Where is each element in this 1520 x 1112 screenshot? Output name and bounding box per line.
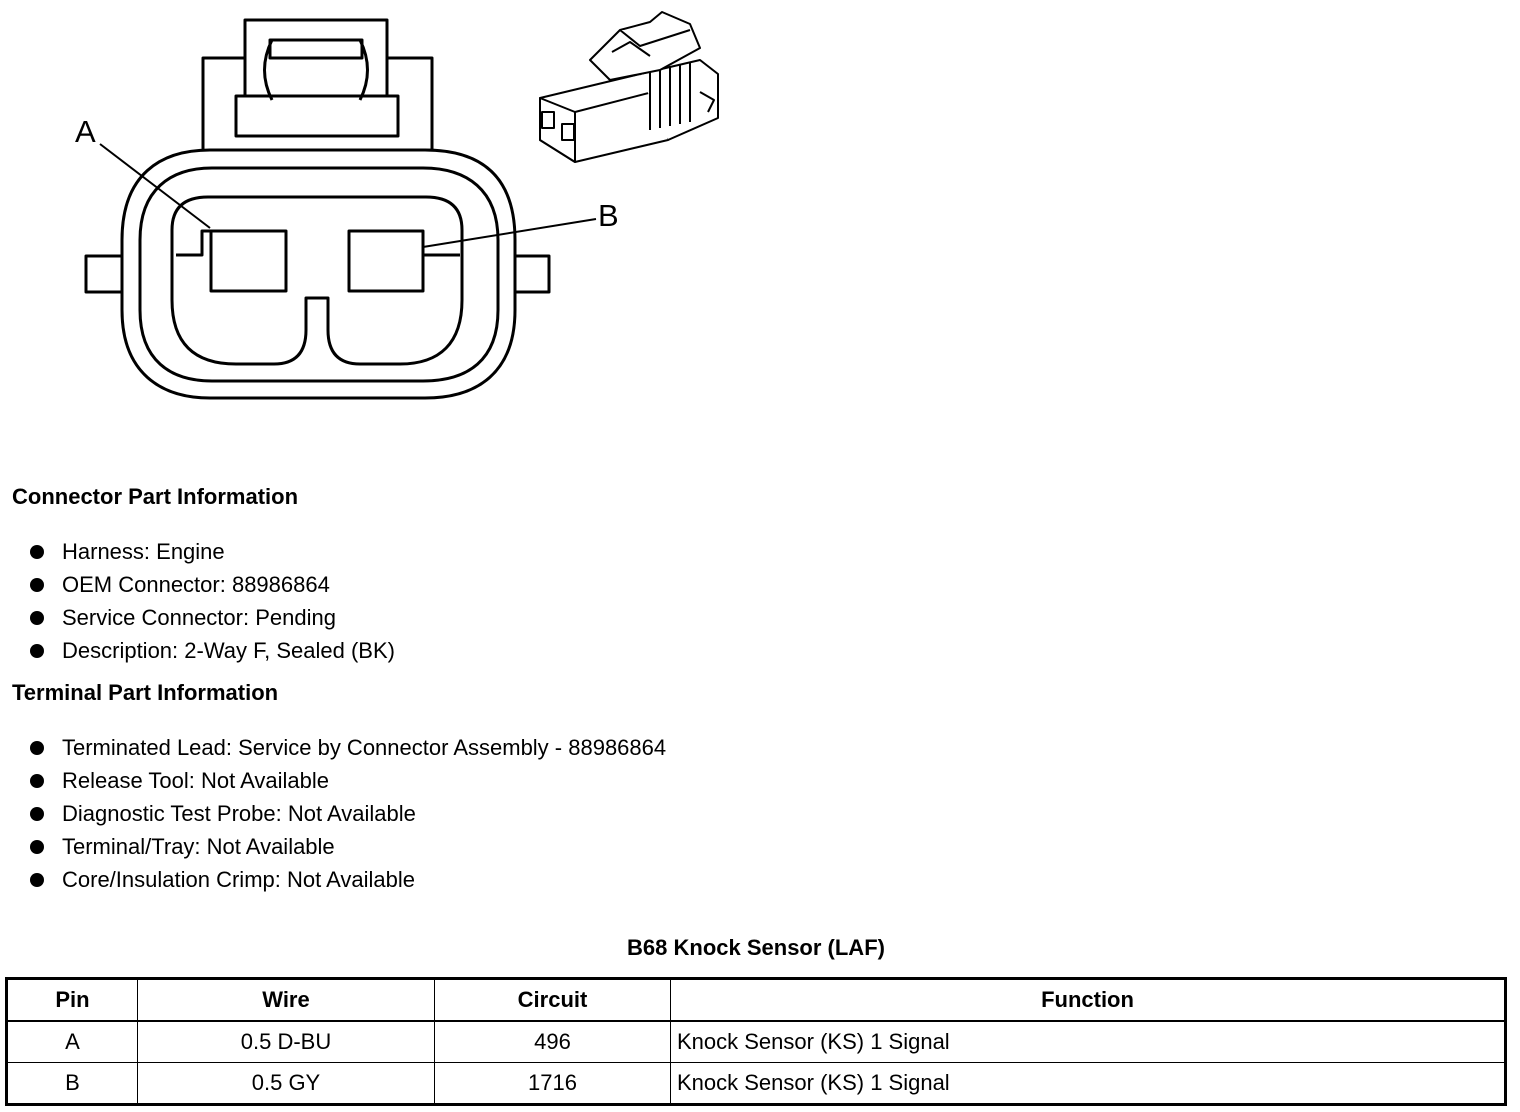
table-row: B 0.5 GY 1716 Knock Sensor (KS) 1 Signal bbox=[6, 1062, 1506, 1105]
bullet-icon bbox=[30, 774, 44, 788]
bullet-icon bbox=[30, 644, 44, 658]
list-item-text: Harness: Engine bbox=[62, 539, 225, 564]
bullet-icon bbox=[30, 578, 44, 592]
column-header-wire: Wire bbox=[137, 978, 435, 1022]
column-header-pin: Pin bbox=[6, 978, 138, 1022]
connector-part-info-heading: Connector Part Information bbox=[12, 484, 299, 509]
bullet-icon bbox=[30, 611, 44, 625]
table-header-row: Pin Wire Circuit Function bbox=[6, 978, 1506, 1022]
cell-function: Knock Sensor (KS) 1 Signal bbox=[670, 1020, 1506, 1063]
list-item: Description: 2-Way F, Sealed (BK) bbox=[0, 634, 395, 667]
table-row: A 0.5 D-BU 496 Knock Sensor (KS) 1 Signa… bbox=[6, 1020, 1506, 1063]
column-header-circuit: Circuit bbox=[434, 978, 671, 1022]
pin-b-label: B bbox=[598, 198, 619, 233]
list-item-text: Terminal/Tray: Not Available bbox=[62, 834, 335, 859]
cell-circuit: 1716 bbox=[434, 1062, 671, 1105]
column-header-function: Function bbox=[670, 978, 1506, 1022]
list-item: Terminal/Tray: Not Available bbox=[0, 830, 666, 863]
list-item: Diagnostic Test Probe: Not Available bbox=[0, 797, 666, 830]
list-item-text: Service Connector: Pending bbox=[62, 605, 336, 630]
bullet-icon bbox=[30, 545, 44, 559]
cell-circuit: 496 bbox=[434, 1020, 671, 1063]
list-item: Service Connector: Pending bbox=[0, 601, 395, 634]
list-item: OEM Connector: 88986864 bbox=[0, 568, 395, 601]
list-item-text: Core/Insulation Crimp: Not Available bbox=[62, 867, 415, 892]
table-caption: B68 Knock Sensor (LAF) bbox=[627, 935, 885, 960]
list-item: Harness: Engine bbox=[0, 535, 395, 568]
list-item-text: Terminated Lead: Service by Connector As… bbox=[62, 735, 667, 760]
list-item-text: Release Tool: Not Available bbox=[62, 768, 330, 793]
connector-part-info-list: Harness: Engine OEM Connector: 88986864 … bbox=[0, 535, 395, 667]
connector-diagram: A B bbox=[0, 0, 760, 440]
bullet-icon bbox=[30, 840, 44, 854]
bullet-icon bbox=[30, 807, 44, 821]
connector-face-drawing bbox=[84, 11, 719, 400]
cell-wire: 0.5 D-BU bbox=[137, 1020, 435, 1063]
terminal-part-info-heading: Terminal Part Information bbox=[12, 680, 279, 705]
cell-pin: B bbox=[6, 1062, 138, 1105]
pin-a-label: A bbox=[75, 114, 96, 149]
list-item: Core/Insulation Crimp: Not Available bbox=[0, 863, 666, 896]
cell-wire: 0.5 GY bbox=[137, 1062, 435, 1105]
list-item-text: Description: 2-Way F, Sealed (BK) bbox=[62, 638, 395, 663]
list-item: Terminated Lead: Service by Connector As… bbox=[0, 731, 666, 764]
connector-3d-view-icon bbox=[539, 11, 719, 163]
list-item-text: Diagnostic Test Probe: Not Available bbox=[62, 801, 416, 826]
cell-function: Knock Sensor (KS) 1 Signal bbox=[670, 1062, 1506, 1105]
bullet-icon bbox=[30, 873, 44, 887]
list-item: Release Tool: Not Available bbox=[0, 764, 666, 797]
bullet-icon bbox=[30, 741, 44, 755]
terminal-part-info-list: Terminated Lead: Service by Connector As… bbox=[0, 731, 666, 896]
cell-pin: A bbox=[6, 1020, 138, 1063]
pinout-table: Pin Wire Circuit Function A 0.5 D-BU 496… bbox=[5, 977, 1507, 1106]
list-item-text: OEM Connector: 88986864 bbox=[62, 572, 330, 597]
